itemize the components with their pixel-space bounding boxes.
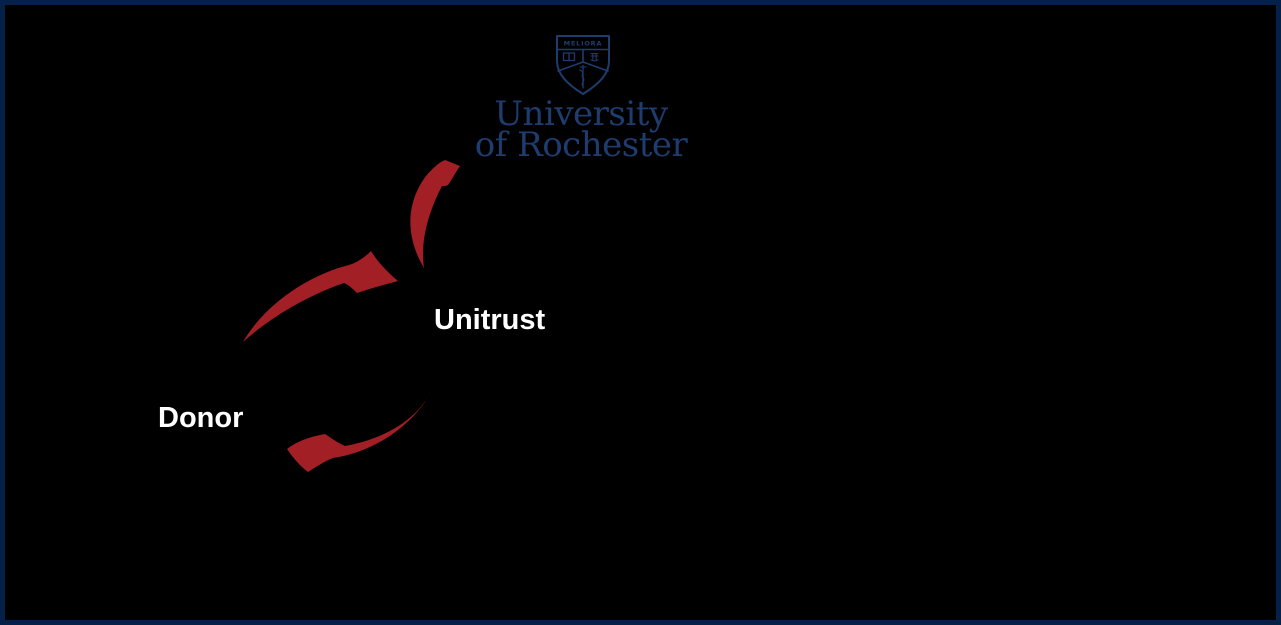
open-book-icon [562, 52, 576, 62]
unitrust-label: Unitrust [434, 304, 546, 336]
arrow-donor-to-unitrust [243, 251, 398, 342]
donor-label: Donor [158, 402, 244, 434]
logo-wordmark-line1: University [494, 94, 668, 134]
caduceus-icon [578, 64, 587, 89]
arrow-unitrust-to-donor [287, 390, 432, 472]
arrow-unitrust-to-university [410, 160, 460, 268]
motto-text: MELIORA [564, 40, 603, 48]
logo-wordmark-line2: of Rochester [474, 125, 688, 165]
shield-crest-icon: MELIORA [556, 35, 610, 95]
emblem-icon [590, 52, 599, 62]
logo-wordmark: University of Rochester [431, 94, 731, 165]
